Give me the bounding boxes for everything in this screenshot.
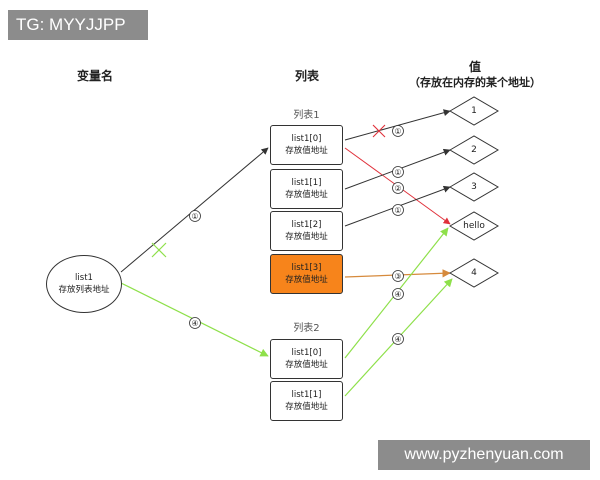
- header-variable-name: 变量名: [76, 69, 113, 83]
- value-diamond-3: [449, 172, 499, 202]
- item-desc: 存放值地址: [285, 190, 328, 200]
- value-diamond-1: [449, 96, 499, 126]
- value-label-1: 1: [471, 106, 477, 116]
- item-name: list1[3]: [291, 263, 322, 273]
- value-label-hello: hello: [463, 221, 485, 231]
- item-name: list1[0]: [291, 348, 322, 358]
- list1-item-0: list1[0] 存放值地址: [270, 125, 343, 165]
- variable-name: list1: [75, 273, 93, 283]
- value-diamond-4: [449, 258, 499, 288]
- variable-list1-node: list1 存放列表地址: [46, 255, 122, 313]
- header-list: 列表: [294, 69, 319, 83]
- step-label: ①: [394, 126, 402, 136]
- arrow-var-to-list1: [120, 147, 269, 273]
- list1-item-2: list1[2] 存放值地址: [270, 211, 343, 251]
- item-desc: 存放值地址: [285, 232, 328, 242]
- list2-item-0: list1[0] 存放值地址: [270, 339, 343, 379]
- step-label: ④: [394, 334, 402, 344]
- item-name: list1[2]: [291, 220, 322, 230]
- item-desc: 存放值地址: [285, 360, 328, 370]
- value-diamond-hello: [449, 211, 499, 241]
- tg-watermark-badge: TG: MYYJJPP: [8, 10, 148, 40]
- cross-mark-var-to-list1: [151, 242, 167, 258]
- list1-title: 列表1: [293, 110, 320, 121]
- step-label: ③: [394, 271, 402, 281]
- item-desc: 存放值地址: [285, 275, 328, 285]
- list2-title: 列表2: [293, 323, 320, 334]
- step-label: ①: [394, 167, 402, 177]
- item-name: list1[0]: [291, 134, 322, 144]
- step-label: ①: [191, 211, 199, 221]
- value-label-2: 2: [471, 145, 477, 155]
- step-label: ②: [394, 183, 402, 193]
- item-name: list1[1]: [291, 178, 322, 188]
- list1-item-1: list1[1] 存放值地址: [270, 169, 343, 209]
- list2-item-1: list1[1] 存放值地址: [270, 381, 343, 421]
- value-label-3: 3: [471, 182, 477, 192]
- header-value-sub: （存放在内存的某个地址）: [409, 76, 541, 89]
- url-watermark-badge: www.pyzhenyuan.com: [378, 440, 590, 470]
- item-desc: 存放值地址: [285, 146, 328, 156]
- item-desc: 存放值地址: [285, 402, 328, 412]
- step-label: ④: [191, 318, 199, 328]
- step-label: ④: [394, 289, 402, 299]
- list1-item-3-highlighted: list1[3] 存放值地址: [270, 254, 343, 294]
- value-diamond-2: [449, 135, 499, 165]
- item-name: list1[1]: [291, 390, 322, 400]
- step-label: ①: [394, 205, 402, 215]
- header-value: 值: [468, 60, 481, 74]
- value-label-4: 4: [471, 268, 477, 278]
- variable-desc: 存放列表地址: [58, 285, 110, 295]
- cross-mark-l0-to-1: [372, 124, 386, 138]
